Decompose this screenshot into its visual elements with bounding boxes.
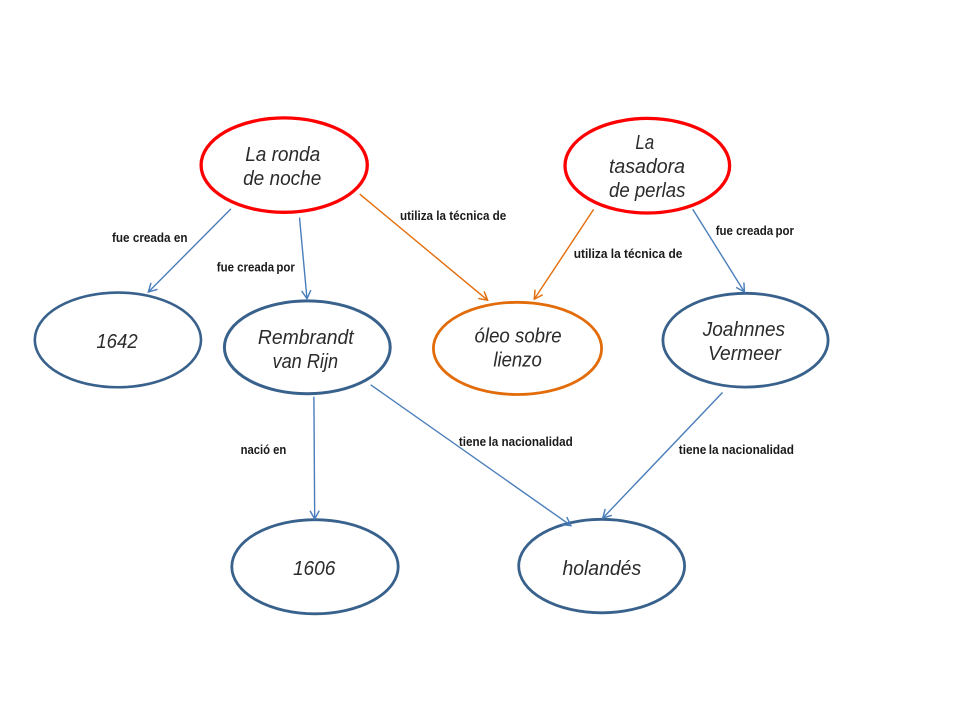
svg-text:fue creada por: fue creada por <box>217 260 295 275</box>
svg-text:tiene la nacionalidad: tiene la nacionalidad <box>679 442 794 457</box>
svg-text:tiene la nacionalidad: tiene la nacionalidad <box>459 434 573 449</box>
svg-text:La: La <box>635 132 654 154</box>
svg-text:Rembrandt: Rembrandt <box>258 327 355 349</box>
svg-text:utiliza la técnica de: utiliza la técnica de <box>400 208 506 223</box>
svg-text:Vermeer: Vermeer <box>708 343 782 365</box>
svg-text:1606: 1606 <box>293 558 336 580</box>
svg-text:de noche: de noche <box>243 168 321 190</box>
svg-text:Joahnnes: Joahnnes <box>702 319 785 341</box>
svg-text:de perlas: de perlas <box>609 180 685 202</box>
svg-text:utiliza la técnica de: utiliza la técnica de <box>574 246 683 261</box>
svg-text:fue creada en: fue creada en <box>112 230 188 245</box>
svg-text:holandés: holandés <box>562 558 641 580</box>
svg-text:fue creada por: fue creada por <box>716 223 794 238</box>
svg-text:1642: 1642 <box>96 331 137 353</box>
svg-text:van Rijn: van Rijn <box>273 351 339 373</box>
svg-text:tasadora: tasadora <box>609 156 685 178</box>
svg-text:óleo sobre: óleo sobre <box>475 326 562 348</box>
svg-text:lienzo: lienzo <box>493 350 542 372</box>
svg-text:nació en: nació en <box>241 442 287 457</box>
svg-text:La ronda: La ronda <box>245 144 320 166</box>
